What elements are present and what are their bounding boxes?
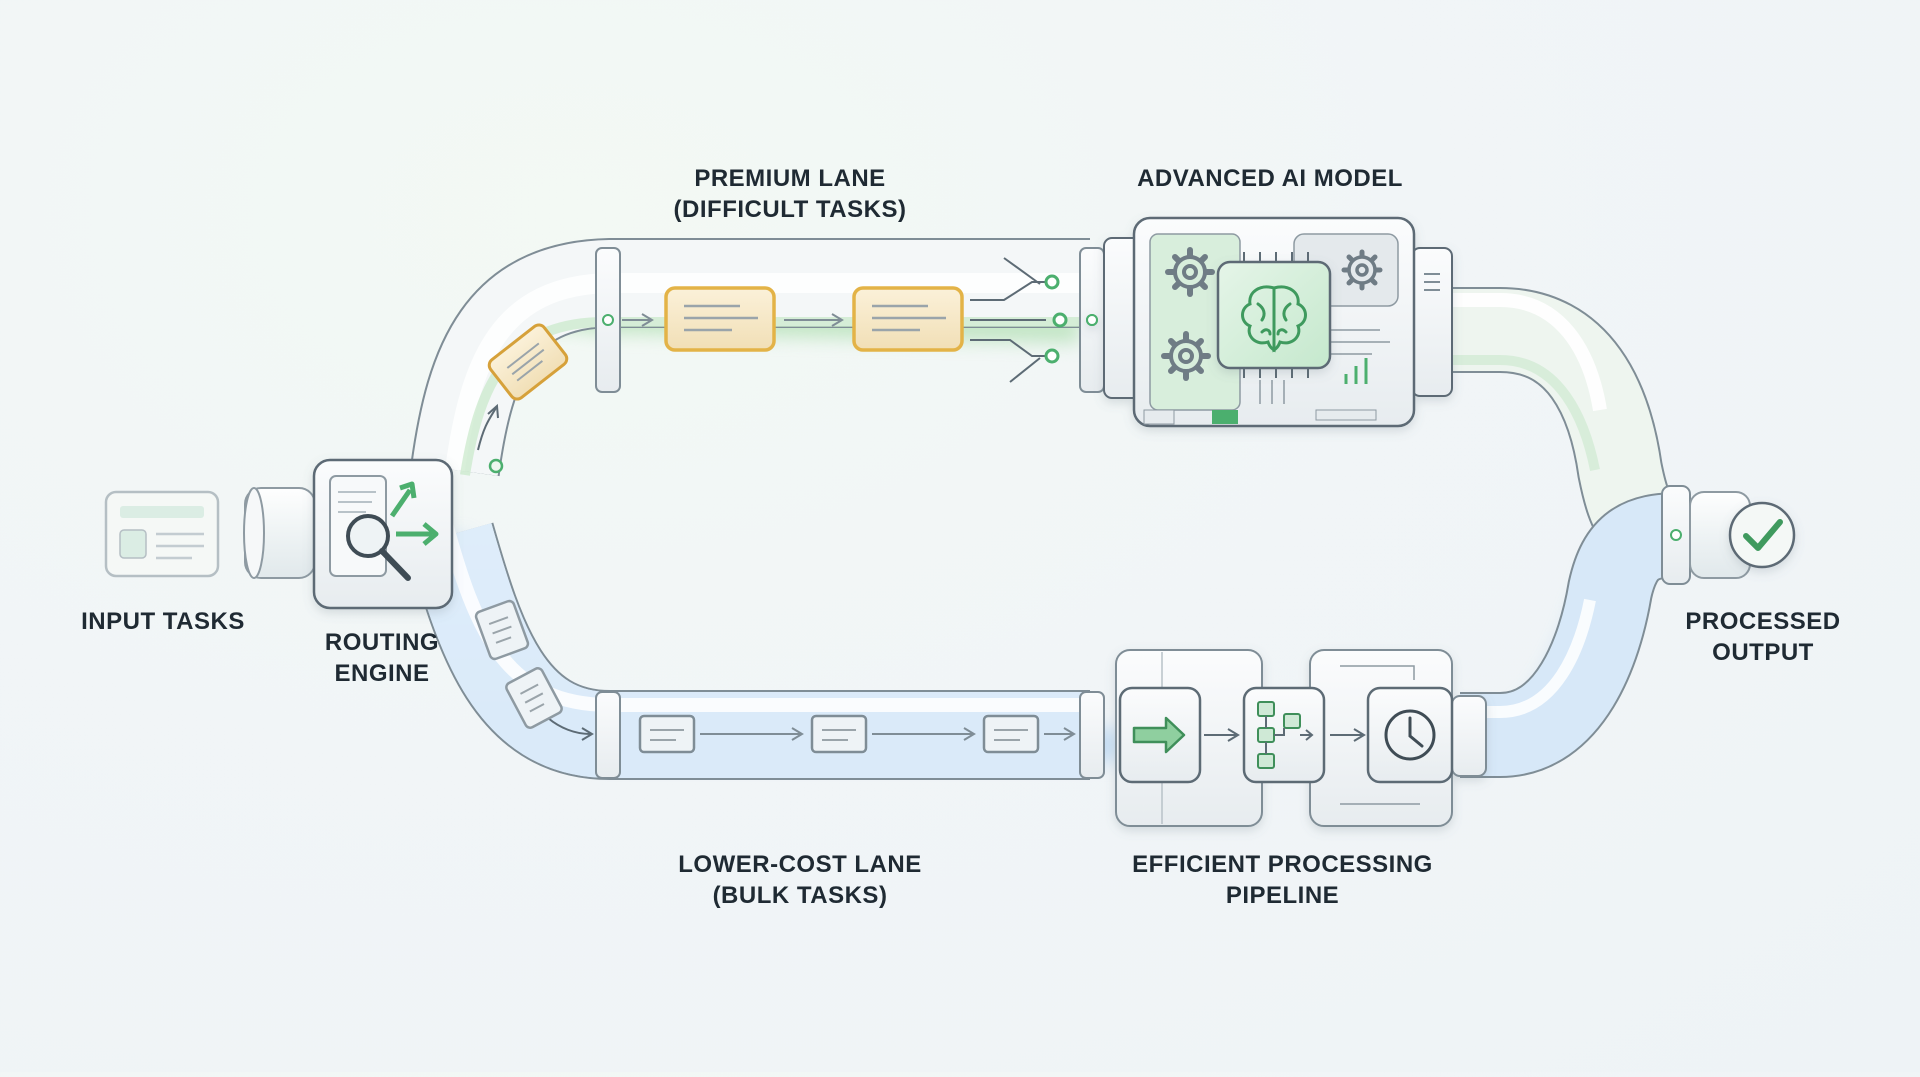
bulk-task-card <box>474 599 530 661</box>
bulk-task-card <box>505 667 563 729</box>
circuit-traces <box>970 257 1046 383</box>
input-tasks-icon <box>104 490 220 578</box>
flowchart-icon <box>1257 701 1314 769</box>
checkmark-circle-icon <box>1728 501 1796 569</box>
lower-cost-lane-label: LOWER-COST LANE (BULK TASKS) <box>678 851 922 909</box>
input-tasks-label: INPUT TASKS <box>81 608 245 635</box>
pipeline-step-arrows <box>1204 728 1366 742</box>
premium-task-card <box>852 286 964 352</box>
premium-task-card <box>664 286 776 352</box>
premium-lane-tube <box>410 238 1090 477</box>
route-down-arrow <box>547 717 594 741</box>
input-connector-pipe <box>243 487 316 579</box>
clock-icon <box>1384 709 1436 761</box>
magnifier-split-arrows-icon <box>329 475 439 581</box>
premium-task-card <box>487 323 569 401</box>
premium-lane-label: PREMIUM LANE (DIFFICULT TASKS) <box>673 165 907 223</box>
chip-traces <box>1259 329 1390 404</box>
bulk-lane-tube <box>406 518 1090 780</box>
bulk-task-card <box>810 714 868 754</box>
efficient-pipeline-label: EFFICIENT PROCESSING PIPELINE <box>1132 851 1433 909</box>
premium-flow-arrows <box>622 313 844 327</box>
bulk-return-pipe <box>1460 492 1681 778</box>
bulk-lane-collar <box>595 691 1105 779</box>
routing-engine-label: ROUTING ENGINE <box>324 629 440 687</box>
gear-icon <box>1341 249 1383 291</box>
output-connector <box>1661 485 1751 585</box>
bar-chart-icon <box>1344 358 1368 384</box>
arrow-right-icon <box>1132 716 1186 754</box>
advanced-model-label: ADVANCED AI MODEL <box>1137 165 1403 192</box>
route-up-arrow <box>477 403 504 474</box>
bulk-task-card <box>982 714 1040 754</box>
gear-icon <box>1161 331 1211 381</box>
processed-output-label: PROCESSED OUTPUT <box>1685 608 1841 666</box>
brain-chip-icon <box>1216 252 1332 378</box>
bulk-task-card <box>638 714 696 754</box>
gear-icon <box>1165 247 1215 297</box>
bulk-flow-arrows <box>700 727 1076 741</box>
circuit-nodes <box>1044 274 1068 364</box>
